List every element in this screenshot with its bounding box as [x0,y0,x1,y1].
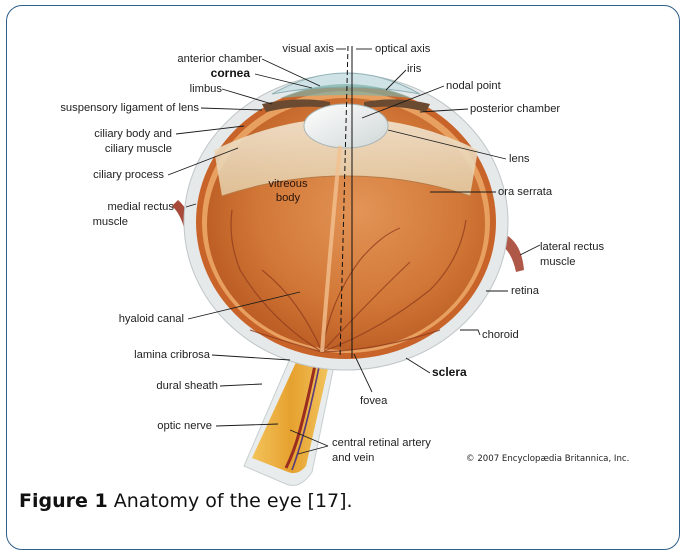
label-ciliary-body-2: ciliary muscle [105,143,172,155]
label-central-artery-2: and vein [332,452,374,464]
copyright-notice: © 2007 Encyclopædia Britannica, Inc. [466,454,629,464]
label-vitreous-2: body [276,192,301,204]
label-iris: iris [407,63,422,75]
label-medial-rectus-1: medial rectus [107,201,174,213]
label-retina: retina [511,285,540,297]
label-vitreous-1: vitreous [268,178,308,190]
label-optic-nerve: optic nerve [157,420,212,432]
label-fovea: fovea [360,395,388,407]
label-lamina-cribrosa: lamina cribrosa [134,349,211,361]
label-medial-rectus-2: muscle [93,216,128,228]
label-limbus: limbus [190,83,223,95]
label-central-artery-1: central retinal artery [332,437,431,449]
label-ciliary-process: ciliary process [93,169,164,181]
label-dural-sheath: dural sheath [156,380,218,392]
figure-caption: Figure 1 Anatomy of the eye [17]. [19,490,353,512]
figure-caption-text: Anatomy of the eye [17]. [108,490,353,512]
label-ciliary-body-1: ciliary body and [94,128,172,140]
label-sclera: sclera [432,365,467,379]
label-lens: lens [509,153,530,165]
label-posterior-chamber: posterior chamber [470,103,560,115]
label-choroid: choroid [482,329,519,341]
label-suspensory-ligament: suspensory ligament of lens [60,102,199,114]
label-optical-axis: optical axis [375,43,431,55]
label-hyaloid-canal: hyaloid canal [119,313,184,325]
figure-number: Figure 1 [19,490,108,512]
label-anterior-chamber: anterior chamber [177,53,262,65]
label-lateral-rectus-2: muscle [540,256,575,268]
label-ora-serrata: ora serrata [498,186,553,198]
label-nodal-point: nodal point [446,80,502,92]
label-lateral-rectus-1: lateral rectus [540,241,604,253]
label-visual-axis: visual axis [282,43,334,55]
label-cornea: cornea [211,66,251,80]
